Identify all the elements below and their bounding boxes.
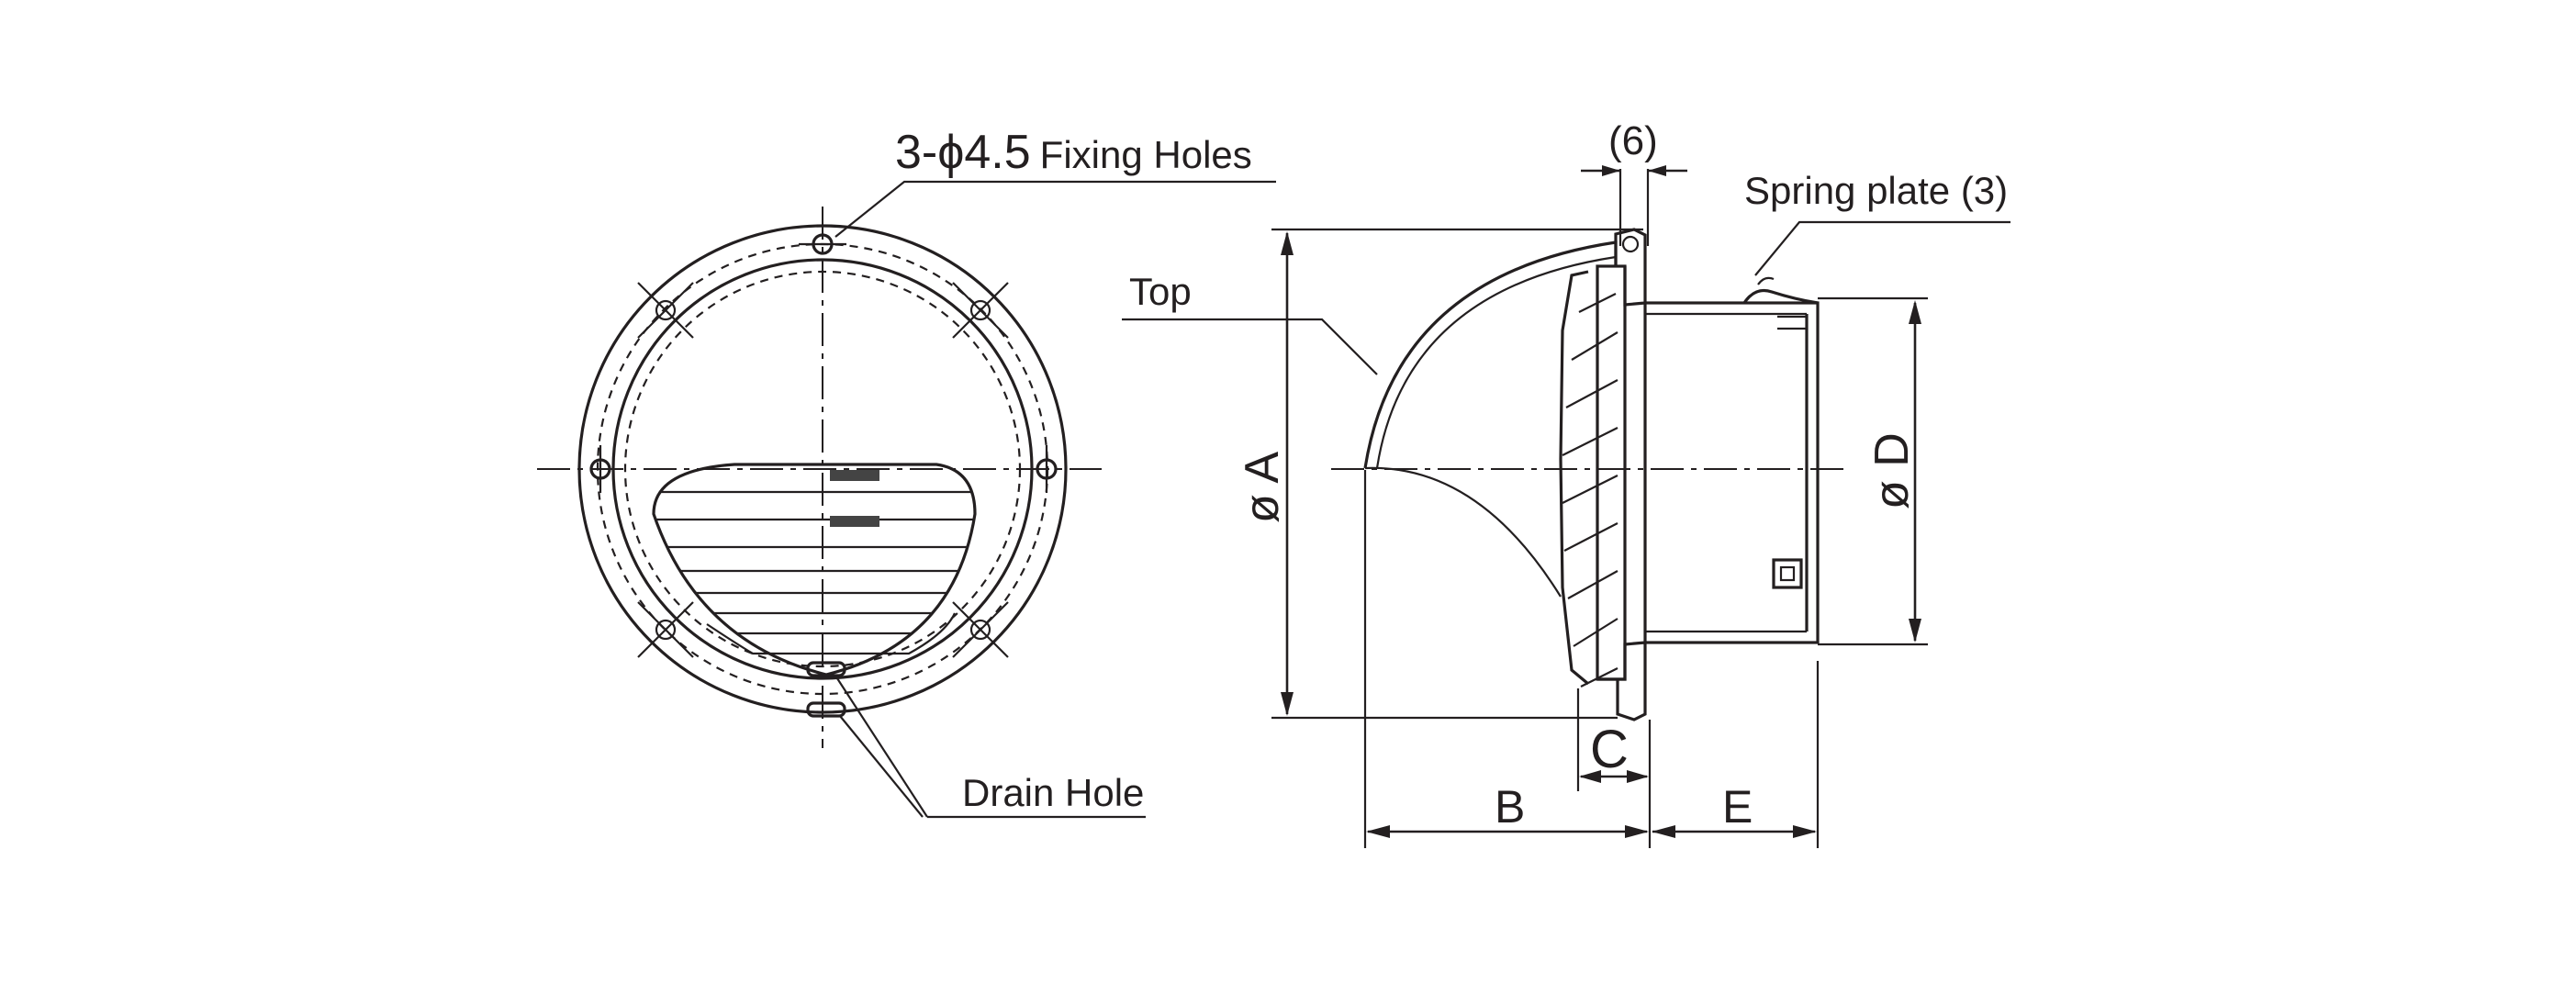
spring-plate	[1742, 288, 1819, 305]
duct	[1643, 301, 1820, 644]
spring-plate-label: Spring plate (3)	[1744, 169, 2008, 212]
dimension-b-label: B	[1495, 781, 1525, 833]
top-label: Top	[1129, 270, 1192, 313]
spring-plate-leader	[1754, 220, 2010, 276]
dimension-d-label: ø D	[1865, 432, 1919, 509]
dimension-a-label: ø A	[1236, 452, 1289, 523]
flange-bottom	[1597, 641, 1647, 721]
mesh-patch	[830, 470, 879, 481]
dimension-e-label: E	[1722, 781, 1753, 833]
hood-cut	[1364, 466, 1562, 598]
screw-mark	[952, 601, 1009, 658]
flange-thickness-label: (6)	[1608, 118, 1658, 163]
flange-body	[1596, 264, 1627, 681]
drain-hole-leader	[834, 675, 928, 818]
drain-hole	[806, 661, 846, 677]
side-view: Top Spring plate (3) (6) ø A	[1122, 118, 2010, 848]
flange-bolt-hole	[1621, 235, 1640, 253]
hood-top	[1363, 240, 1618, 469]
dimension-a: ø A	[1236, 228, 1643, 720]
dimension-e: E	[1652, 661, 1820, 848]
top-leader	[1122, 318, 1378, 375]
flange-thickness-dimension: (6)	[1581, 118, 1687, 246]
duct-lip	[1777, 315, 1809, 330]
dimension-c: C	[1576, 688, 1649, 791]
dimension-b: B	[1363, 470, 1652, 848]
louver-grille	[652, 463, 977, 676]
screw-mark	[637, 282, 694, 339]
drain-hole-leader	[839, 715, 924, 818]
screw-mark	[637, 601, 694, 658]
spring-clip-inner	[1779, 565, 1796, 582]
fixing-holes-leader	[834, 180, 1276, 238]
louver-slats	[1559, 270, 1618, 688]
fixing-hole	[589, 445, 611, 493]
dimension-c-label: C	[1590, 720, 1629, 779]
drain-hole-label: Drain Hole	[962, 771, 1144, 814]
screw-mark	[952, 282, 1009, 339]
spring-plate-tip	[1757, 276, 1775, 285]
mesh-patch	[830, 516, 879, 527]
hood-top-inner	[1375, 255, 1617, 469]
fixing-hole	[1036, 445, 1058, 493]
fixing-hole	[799, 233, 846, 255]
dimension-d: ø D	[1818, 296, 1928, 646]
spring-clip	[1772, 558, 1803, 589]
drain-hole	[806, 701, 846, 718]
